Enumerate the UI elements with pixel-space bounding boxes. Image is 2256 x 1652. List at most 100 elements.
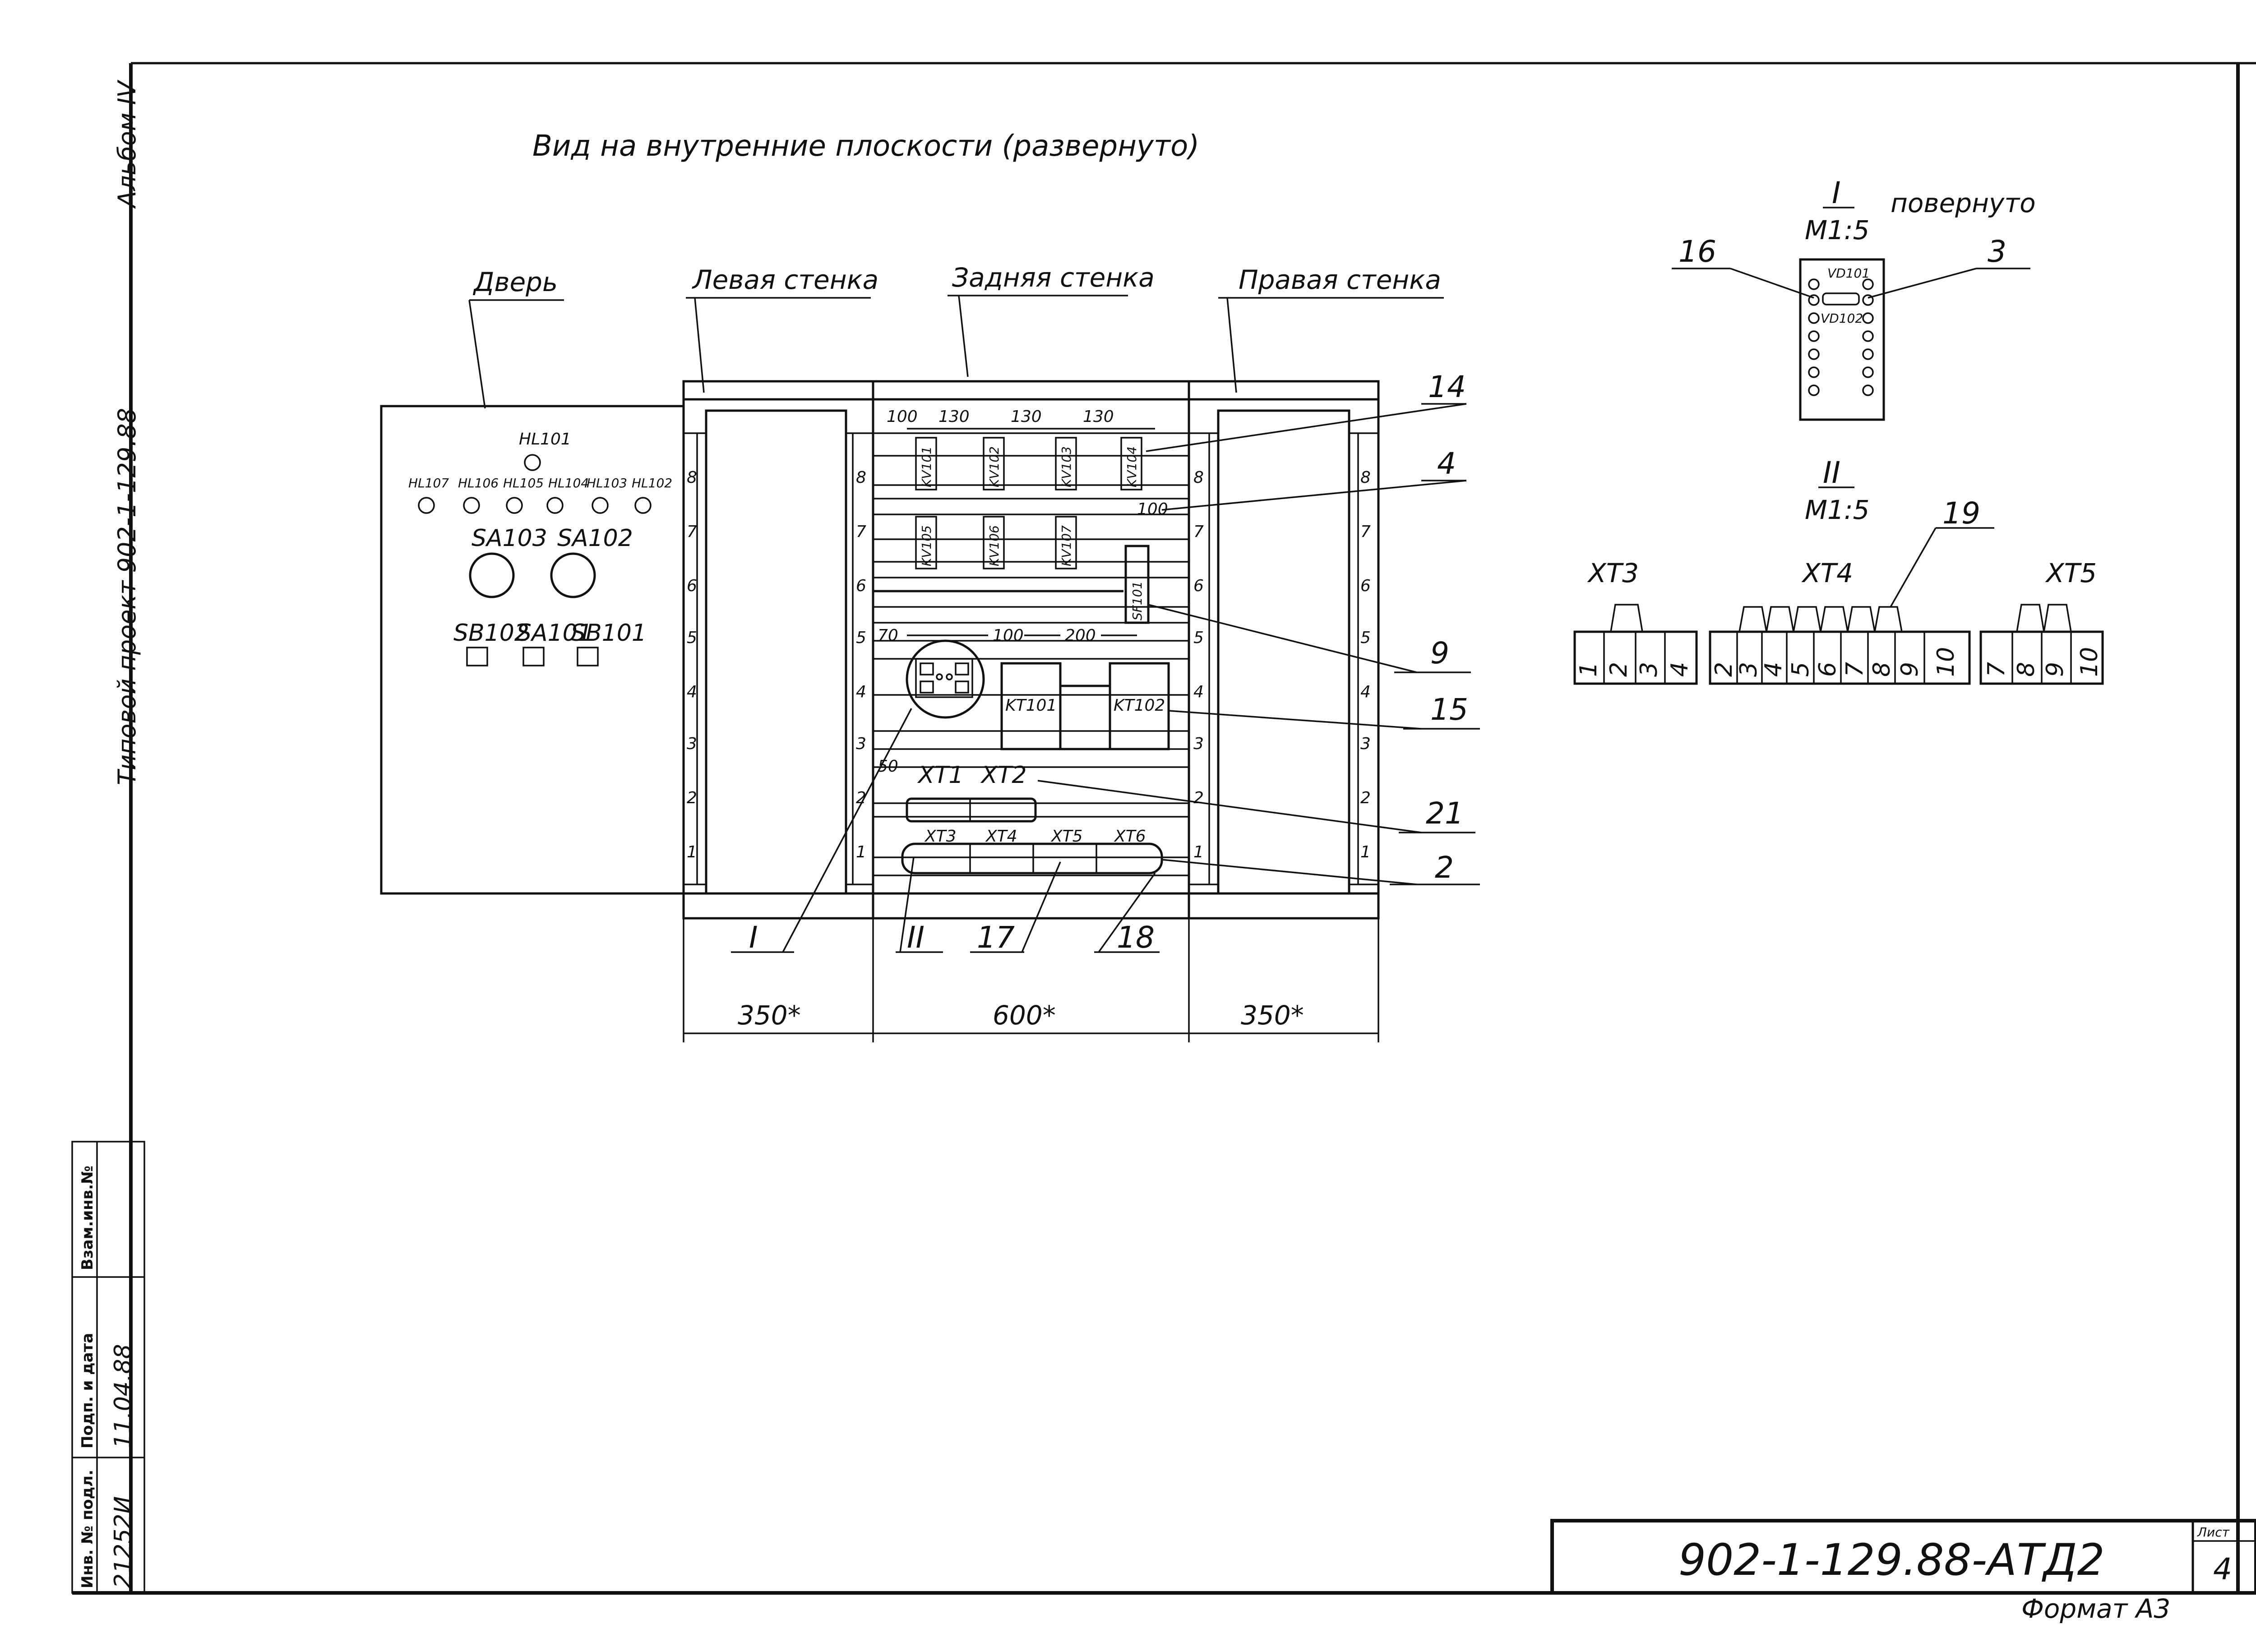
door-lamp-label: HL102 [632,476,672,491]
terminal-cell: 4 [1666,662,1693,677]
door-button [466,647,488,666]
relay [983,437,1005,491]
door-switch-label: SA103 [472,525,547,552]
heading-right-wall: Правая стенка [1239,264,1441,295]
detail-I-note: повернуто [1891,188,2036,218]
rail-number: 3 [687,735,697,753]
dimension-label: 600* [993,1000,1056,1031]
circuit-breaker [1124,545,1150,624]
terminal-cell: 2 [1710,662,1738,677]
stamp-col-inv: Инв. № подл. [79,1470,97,1588]
rail-number: 8 [856,468,866,487]
door-lamp-label: HL104 [548,476,589,491]
terminal-cell: 8 [1868,662,1895,677]
approval-stamp: Инв. № подл. Подп. и дата Взам.инв.№ 212… [71,1141,145,1594]
terminal-cell: 3 [1636,662,1663,677]
rail-number: 1 [856,843,866,861]
dimension-label: 100 [887,407,918,426]
terminal-block-label: XT3 [924,827,957,846]
cabinet-outline [682,380,1380,920]
door-lamp-label: HL107 [408,476,449,491]
detail-I-board [1799,258,1885,421]
door-lamp-top: HL101 [519,430,571,449]
dimension-label: 100 [993,626,1024,645]
relay [1055,516,1077,569]
rail-number: 5 [856,629,866,647]
relay-label: KV102 [987,446,1002,487]
terminal-block-label: XT4 [985,827,1017,846]
callout-14: 14 [1428,370,1466,404]
document-code: 902-1-129.88-АТД2 [1678,1535,2105,1585]
door-button [577,647,599,666]
rail-number: 2 [687,789,697,807]
sheet-label: Лист [2197,1525,2230,1540]
format-label: Формат А3 [2021,1593,2170,1624]
terminal-cell: 5 [1787,662,1814,677]
relay-label: KV103 [1059,446,1074,487]
stamp-val-inv: 21252И [110,1496,137,1588]
terminal-cell: 1 [1575,662,1602,677]
project-label: Типовой проект 902-1-129.88 [113,408,141,785]
terminal-cell: 10 [1932,647,1960,677]
rail-number: 4 [1193,683,1204,701]
terminal-cell: 10 [2076,647,2103,677]
terminal-cell: 9 [2042,662,2069,677]
rail-number: 6 [856,577,866,595]
rail-number: 8 [1193,468,1204,487]
terminal-cell: 2 [1605,662,1632,677]
timer-label: KT102 [1114,696,1165,715]
relay [1120,437,1142,491]
right-wall: 1 2 3 4 5 6 7 8 1 2 3 4 5 6 7 8 [1189,409,1378,895]
rail-number: 7 [1193,523,1204,541]
door-switch [469,552,515,598]
relay [983,516,1005,569]
dimension-label: 350* [738,1000,801,1031]
callouts: 14 4 9 15 21 2 I II 17 18 [731,370,1480,955]
stamp-col-replace: Взам.инв.№ [79,1166,97,1270]
callout-18: 18 [1117,920,1155,955]
callout-3: 3 [1988,234,2006,269]
terminal-cell: 9 [1896,662,1923,677]
door-button [522,647,545,666]
terminal-block-label: XT2 [980,762,1026,789]
rail-number: 2 [856,789,866,807]
callout-17: 17 [977,920,1015,955]
detail-I-scale: М1:5 [1805,215,1869,245]
rail-number: 1 [1193,843,1204,861]
rail-number: 6 [1193,577,1204,595]
rail-number: 7 [687,523,697,541]
sheet-number: 4 [2213,1552,2232,1587]
door-panel: HL101 HL107 HL106 HL105 HL104 HL103 HL10… [380,405,685,895]
album-label: Альбом IV [113,79,141,209]
terminal-cell: 6 [1814,662,1841,677]
relay [1055,437,1077,491]
door-lamp [592,497,609,514]
terminal-group-name: XT5 [2045,558,2097,588]
terminal-block-label: XT5 [1050,827,1083,846]
stamp-val-date: 11.04.88 [110,1344,137,1448]
breaker-label: SF101 [1130,581,1145,620]
heading-door: Дверь [472,267,558,297]
rail-number: 2 [1193,789,1204,807]
door-lamp-label: HL105 [503,476,544,491]
rail-number: 1 [1360,843,1371,861]
callout-detail-I: I [749,920,758,955]
rail-number: 2 [1360,789,1371,807]
title-block: 902-1-129.88-АТД2 Лист 4 Формат А3 [1550,1519,2256,1624]
rail-number: 5 [1193,629,1204,647]
rail-number: 7 [1360,523,1371,541]
rail-number: 3 [1193,735,1204,753]
door-lamp [546,497,564,514]
door-lamp-label: HL106 [458,476,499,491]
relay [915,516,937,569]
rail-number: 5 [1360,629,1371,647]
dimension-label: 70 [878,626,898,645]
terminal-block [906,797,1037,823]
terminal-cell: 4 [1760,662,1787,677]
terminal-block-label: XT6 [1114,827,1146,846]
dimension-label: 130 [938,407,970,426]
callout-detail-II: II [907,920,925,955]
callout-2: 2 [1435,850,1454,885]
door-lamp [634,497,652,514]
